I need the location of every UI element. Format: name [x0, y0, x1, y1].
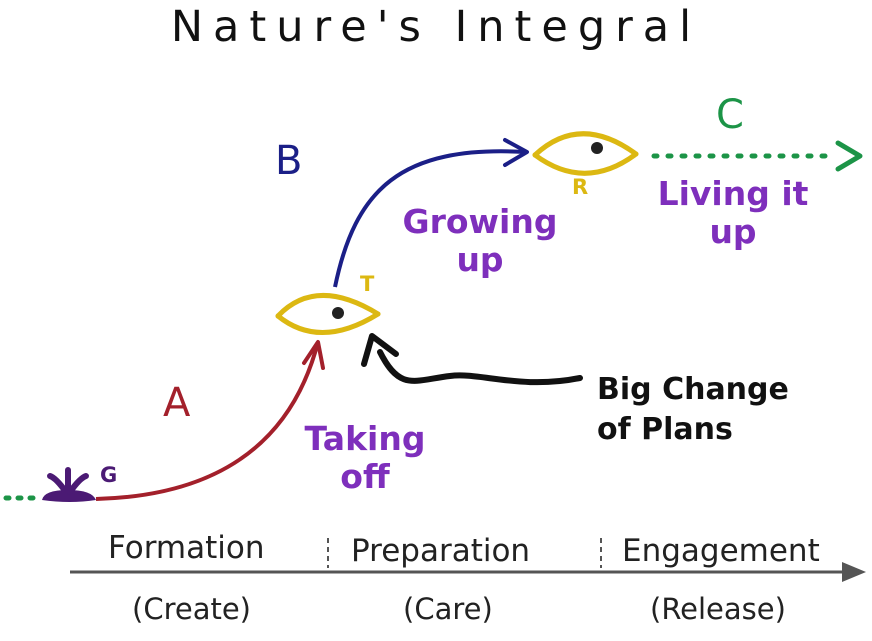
segment-a-label: A: [163, 380, 191, 426]
phase-living-it-up: Living it up: [648, 175, 818, 251]
eye-icon: [275, 293, 381, 335]
stage-engagement: Engagement: [622, 533, 820, 569]
timeline-arrowhead: [842, 562, 866, 582]
segment-b-label: B: [275, 138, 303, 184]
callout-arrow: [377, 349, 583, 386]
segment-c-label: C: [716, 92, 744, 138]
phase-growing-up-line1: Growing: [402, 202, 558, 241]
segment-b-curve: [333, 149, 526, 288]
phase-growing-up: Growing up: [390, 203, 570, 279]
diagram-title: Nature's Integral: [170, 2, 702, 52]
segment-a-arrowhead: [302, 340, 325, 370]
callout-line1: Big Change: [597, 372, 789, 407]
segment-c-arrowhead: [835, 140, 863, 172]
phase-taking-off-line2: off: [340, 457, 390, 496]
marker-g: G: [100, 463, 118, 487]
stage-preparation: Preparation: [351, 533, 531, 569]
stage-engagement-verb: (Release): [650, 592, 786, 626]
callout-text: Big Change of Plans: [597, 370, 789, 450]
callout-arrowhead: [361, 333, 399, 367]
stage-formation: Formation: [108, 530, 265, 566]
seed-icon: [42, 467, 96, 502]
marker-t: T: [360, 272, 375, 296]
stage-preparation-verb: (Care): [403, 592, 493, 626]
phase-living-it-up-line2: up: [709, 212, 757, 251]
phase-taking-off: Taking off: [290, 420, 440, 496]
callout-line2: of Plans: [597, 412, 733, 447]
phase-growing-up-line2: up: [456, 240, 504, 279]
phase-taking-off-line1: Taking: [304, 419, 426, 458]
phase-living-it-up-line1: Living it: [657, 174, 809, 213]
marker-r: R: [572, 175, 589, 199]
stage-formation-verb: (Create): [132, 592, 251, 626]
segment-a-curve: [95, 341, 320, 501]
eye-icon: [532, 131, 639, 176]
segment-b-arrowhead: [503, 138, 529, 167]
